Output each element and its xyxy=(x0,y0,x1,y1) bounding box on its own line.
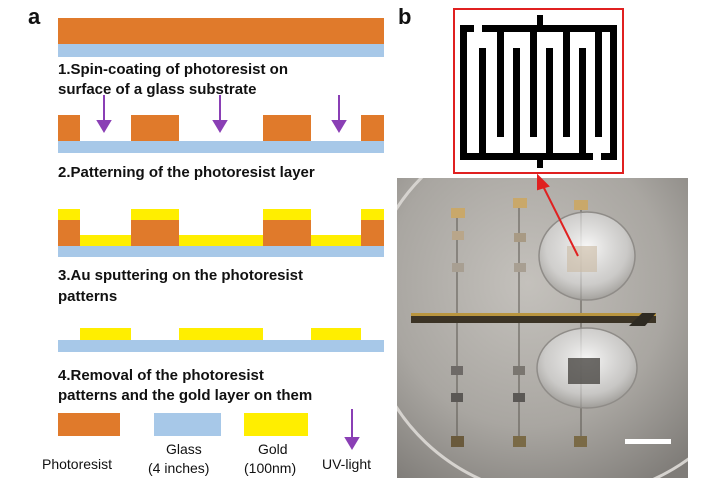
photoresist-block xyxy=(361,115,384,141)
glass-substrate xyxy=(58,246,384,257)
gold-cap xyxy=(58,209,80,220)
legend-gold-label: Gold xyxy=(258,441,288,457)
legend-uv-label: UV-light xyxy=(322,456,372,472)
gold-gap xyxy=(179,235,263,246)
legend-glass-swatch xyxy=(154,413,221,436)
pointer-arrow xyxy=(537,173,579,257)
gold-cap xyxy=(131,209,179,220)
legend-photoresist-swatch xyxy=(58,413,120,436)
photoresist-block xyxy=(131,220,179,246)
step4-structure xyxy=(58,328,384,352)
device-photo-render xyxy=(397,178,688,478)
photoresist-block xyxy=(58,220,80,246)
photoresist-block xyxy=(263,115,311,141)
device-photo xyxy=(397,178,688,478)
interdigitated-electrode-diagram xyxy=(460,15,617,168)
glass-substrate xyxy=(58,340,384,352)
step1-structure xyxy=(58,18,384,58)
gold-electrode xyxy=(311,328,361,340)
step4-caption-line2: patterns and the gold layer on them xyxy=(58,387,313,404)
legend-uv-arrow-icon xyxy=(344,409,360,450)
step4-caption-line1: 4.Removal of the photoresist xyxy=(58,367,264,384)
photoresist-block xyxy=(361,220,384,246)
electrode-pattern-inset xyxy=(453,8,624,174)
step2-caption: 2.Patterning of the photoresist layer xyxy=(58,164,315,181)
photoresist-layer xyxy=(58,18,384,44)
uv-arrows xyxy=(96,95,347,133)
legend-photoresist-label: Photoresist xyxy=(42,456,113,472)
photoresist-block xyxy=(58,115,80,141)
panel-b-label: b xyxy=(398,4,412,29)
gold-gap xyxy=(80,235,131,246)
step3-caption-line1: 3.Au sputtering on the photoresist xyxy=(58,267,304,284)
photoresist-block xyxy=(263,220,311,246)
gold-electrode xyxy=(80,328,131,340)
panel-a-label: a xyxy=(28,4,41,29)
photoresist-block xyxy=(131,115,179,141)
glass-substrate xyxy=(58,141,384,153)
gold-cap xyxy=(361,209,384,220)
gold-gap xyxy=(311,235,361,246)
step1-caption-line2: surface of a glass substrate xyxy=(58,81,257,98)
legend-glass-note: (4 inches) xyxy=(148,460,210,476)
step2-structure xyxy=(58,93,384,153)
legend-glass-label: Glass xyxy=(166,441,202,457)
legend-gold-note: (100nm) xyxy=(244,460,297,476)
step3-caption-line2: patterns xyxy=(58,288,118,305)
step1-caption-line1: 1.Spin-coating of photoresist on xyxy=(58,61,288,78)
gold-electrode xyxy=(179,328,263,340)
step3-structure xyxy=(58,209,384,257)
glass-substrate xyxy=(58,44,384,57)
gold-cap xyxy=(263,209,311,220)
legend-gold-swatch xyxy=(244,413,308,436)
